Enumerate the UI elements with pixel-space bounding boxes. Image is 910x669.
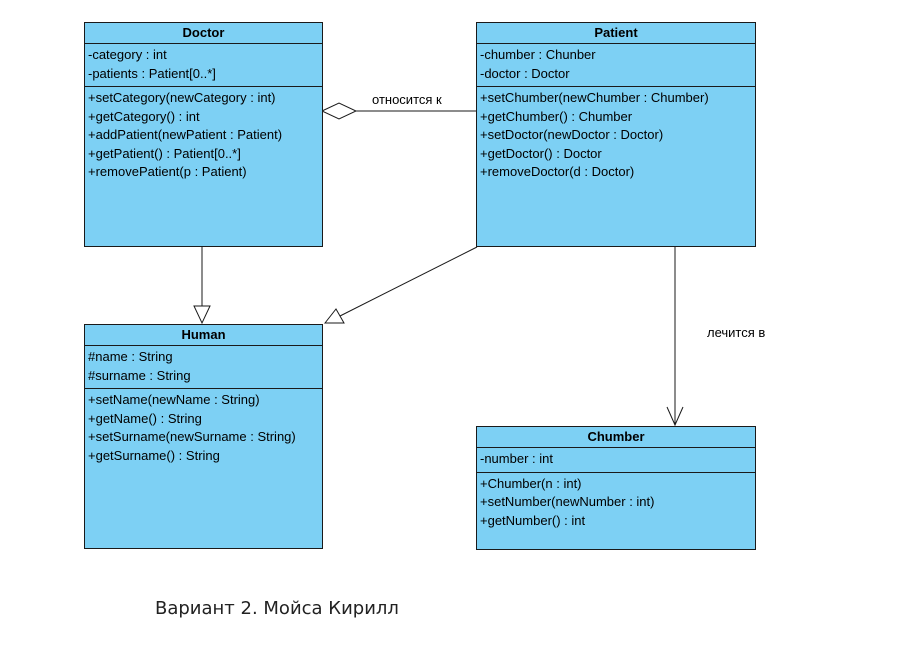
operation: +getDoctor() : Doctor bbox=[480, 145, 602, 161]
attributes-compartment: -number : int bbox=[477, 448, 755, 473]
operation: +setSurname(newSurname : String) bbox=[88, 429, 296, 444]
operations-compartment: +Chumber(n : int) +setNumber(newNumber :… bbox=[477, 473, 755, 534]
operation: +getPatient() : Patient[0..*] bbox=[88, 145, 241, 161]
class-doctor[interactable]: Doctor -category : int -patients : Patie… bbox=[84, 22, 323, 247]
class-chumber[interactable]: Chumber -number : int +Chumber(n : int) … bbox=[476, 426, 756, 550]
operation: +setChumber(newChumber : Chumber) bbox=[480, 90, 709, 105]
operation: +Chumber(n : int) bbox=[480, 475, 582, 491]
class-name: Human bbox=[85, 325, 322, 346]
operation: +getCategory() : int bbox=[88, 108, 200, 124]
attributes-compartment: -chumber : Chunber -doctor : Doctor bbox=[477, 44, 755, 87]
class-human[interactable]: Human #name : String #surname : String +… bbox=[84, 324, 323, 549]
operation: +removePatient(p : Patient) bbox=[88, 164, 247, 179]
class-patient[interactable]: Patient -chumber : Chunber -doctor : Doc… bbox=[476, 22, 756, 247]
patient-human-generalization-line bbox=[339, 246, 478, 317]
operation: +removeDoctor(d : Doctor) bbox=[480, 164, 635, 179]
association-label: лечится в bbox=[707, 325, 766, 340]
attributes-compartment: #name : String #surname : String bbox=[85, 346, 322, 389]
aggregation-diamond bbox=[320, 102, 358, 120]
class-name: Chumber bbox=[477, 427, 755, 448]
class-name: Doctor bbox=[85, 23, 322, 44]
doctor-human-generalization-arrowhead bbox=[193, 305, 211, 325]
operations-compartment: +setName(newName : String) +getName() : … bbox=[85, 389, 322, 468]
operation: +getNumber() : int bbox=[480, 512, 586, 528]
operation: +setName(newName : String) bbox=[88, 392, 260, 407]
operation: +getSurname() : String bbox=[88, 447, 220, 463]
attribute: -number : int bbox=[480, 451, 553, 466]
attribute: -patients : Patient[0..*] bbox=[88, 65, 216, 81]
aggregation-label: относится к bbox=[372, 92, 442, 107]
patient-human-generalization-arrowhead bbox=[323, 308, 345, 324]
footer-caption: Вариант 2. Мойса Кирилл bbox=[155, 598, 399, 619]
attribute: -category : int bbox=[88, 47, 167, 62]
operation: +setNumber(newNumber : int) bbox=[480, 494, 655, 509]
operations-compartment: +setChumber(newChumber : Chumber) +getCh… bbox=[477, 87, 755, 185]
operation: +getName() : String bbox=[88, 410, 202, 426]
attribute: #name : String bbox=[88, 349, 173, 364]
operation: +getChumber() : Chumber bbox=[480, 108, 633, 124]
patient-chumber-association-arrowhead bbox=[666, 406, 684, 427]
attribute: -doctor : Doctor bbox=[480, 65, 570, 81]
operation: +setDoctor(newDoctor : Doctor) bbox=[480, 127, 664, 142]
attribute: -chumber : Chunber bbox=[480, 47, 596, 62]
operations-compartment: +setCategory(newCategory : int) +getCate… bbox=[85, 87, 322, 185]
attributes-compartment: -category : int -patients : Patient[0..*… bbox=[85, 44, 322, 87]
operation: +setCategory(newCategory : int) bbox=[88, 90, 276, 105]
operation: +addPatient(newPatient : Patient) bbox=[88, 127, 283, 142]
attribute: #surname : String bbox=[88, 367, 191, 383]
class-name: Patient bbox=[477, 23, 755, 44]
